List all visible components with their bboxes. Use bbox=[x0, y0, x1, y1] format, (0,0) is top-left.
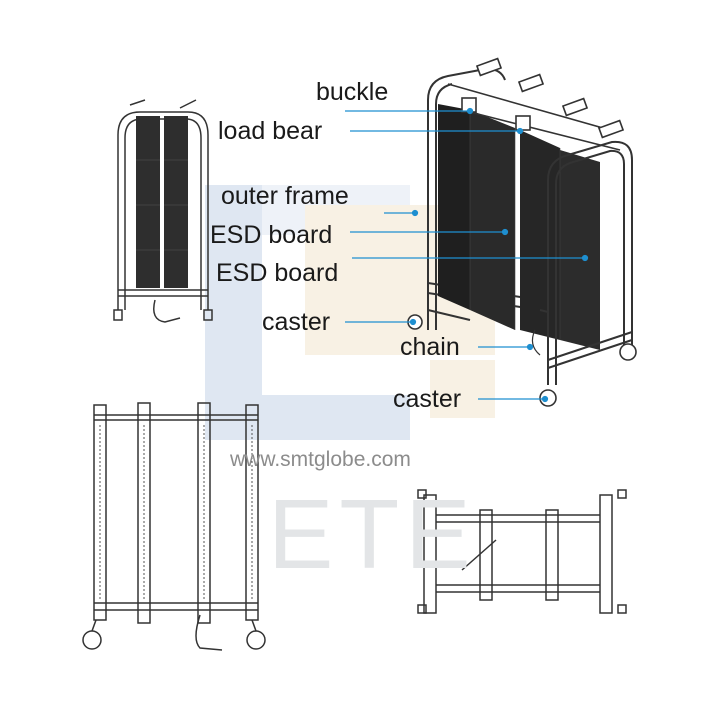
label-chain: chain bbox=[400, 333, 460, 361]
watermark-logo: ETE bbox=[268, 479, 477, 589]
watermark-url: www.smtglobe.com bbox=[230, 448, 411, 471]
label-buckle: buckle bbox=[316, 78, 389, 106]
watermark-cream-small bbox=[430, 360, 495, 418]
label-caster-2: caster bbox=[393, 385, 462, 413]
label-outer-frame: outer frame bbox=[221, 182, 349, 210]
label-esd-board-2: ESD board bbox=[216, 259, 339, 287]
watermark-blue-shape bbox=[205, 185, 410, 440]
label-load-bear: load bear bbox=[218, 117, 323, 145]
label-esd-board-1: ESD board bbox=[210, 221, 333, 249]
label-caster-1: caster bbox=[262, 308, 331, 336]
